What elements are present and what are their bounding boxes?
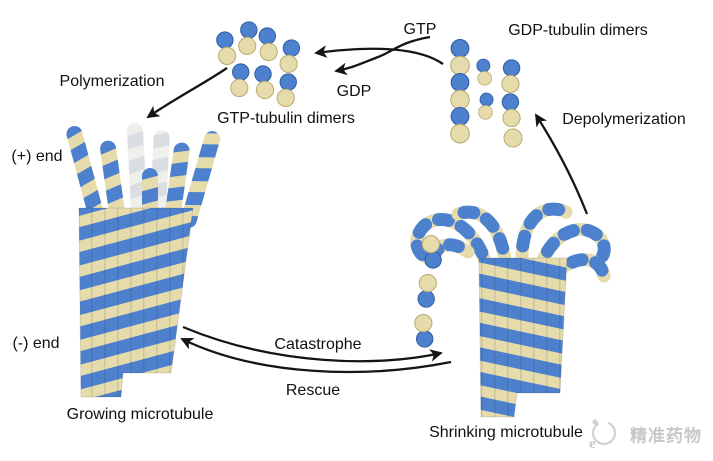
depolymerization-label: Depolymerization: [562, 111, 686, 129]
gtp-tubulin-dimer-cluster-graphic: [214, 20, 302, 109]
gdp-tubulin-dimer-stacks-graphic: [450, 38, 523, 148]
gdp-tubulin-dimers-label: GDP-tubulin dimers: [508, 22, 648, 40]
growing-microtubule-label: Growing microtubule: [66, 406, 214, 424]
rescue-label: Rescue: [285, 382, 341, 400]
shrinking-microtubule-label: Shrinking microtubule: [429, 424, 583, 442]
watermark-text: 精准药物: [630, 426, 702, 446]
catastrophe-label: Catastrophe: [274, 336, 362, 354]
polymerization-label: Polymerization: [59, 73, 165, 91]
gdp-label: GDP: [336, 83, 372, 101]
plus-end-label: (+) end: [11, 148, 63, 166]
arrow-rescue: [180, 337, 452, 374]
arrow-catastrophe: [182, 325, 443, 363]
arrow-depolymerization: [534, 113, 589, 215]
gtp-label: GTP: [403, 21, 437, 39]
shrinking-microtubule-graphic: [410, 202, 611, 418]
growing-microtubule-graphic: [66, 123, 221, 398]
gtp-tubulin-dimers-label: GTP-tubulin dimers: [217, 110, 355, 128]
arrow-polymerization: [146, 67, 228, 119]
svg-text:e: e: [589, 436, 596, 452]
minus-end-label: (-) end: [12, 335, 60, 353]
arrow-gtp-gdp-exchange: [334, 35, 431, 76]
cycle-arrows: [146, 35, 589, 374]
watermark-logo-icon: e: [589, 419, 617, 452]
